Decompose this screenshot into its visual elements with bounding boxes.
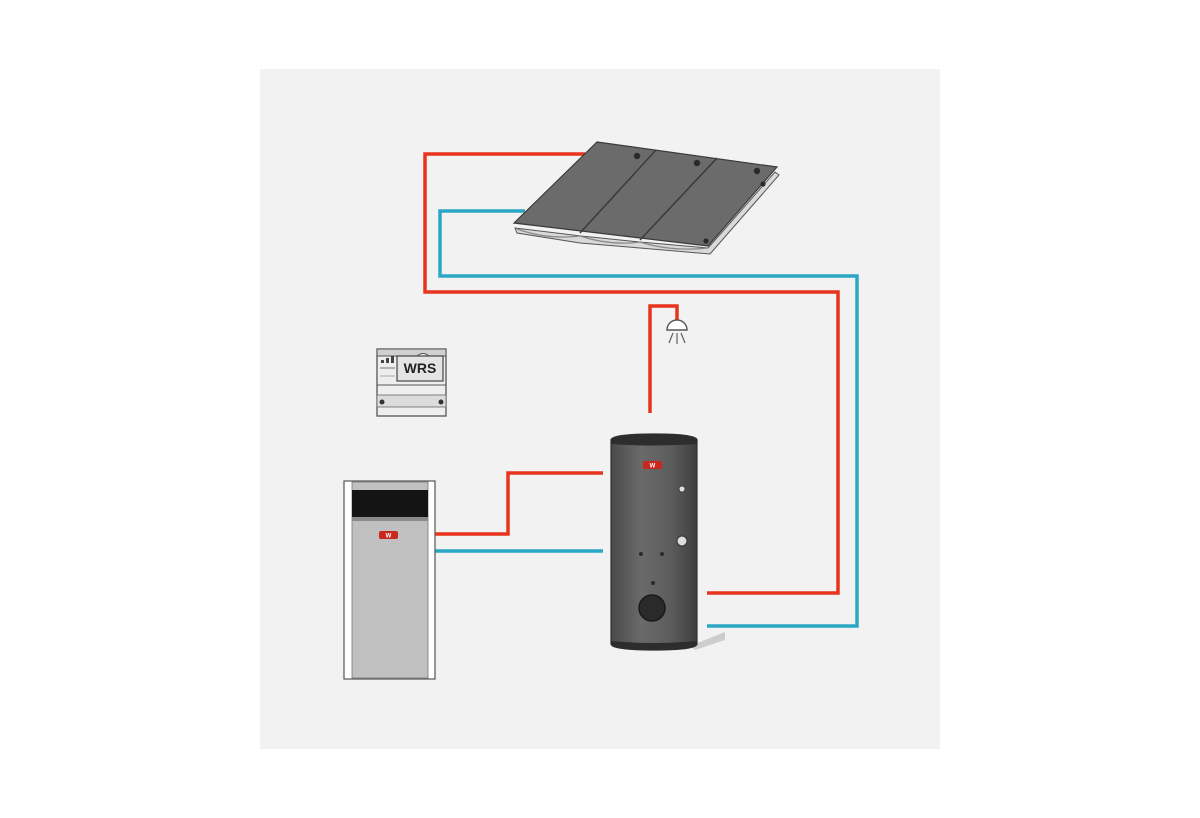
boiler-brand-logo: W [386,533,392,539]
collector-return-pipe [438,209,859,628]
tank-brand-logo: W [650,463,656,469]
solar-controller-icon: WRS [376,348,447,417]
boiler-flow-pipe [435,471,603,536]
storage-tank-icon: W [610,433,725,651]
pipe-network [423,152,859,628]
boiler-icon: W [343,480,436,680]
hot-water-pipe [648,304,679,413]
controller-label: WRS [404,360,437,376]
solar-collector-icon [512,141,780,255]
collector-flow-pipe [423,152,840,595]
shower-head-icon [666,319,688,344]
